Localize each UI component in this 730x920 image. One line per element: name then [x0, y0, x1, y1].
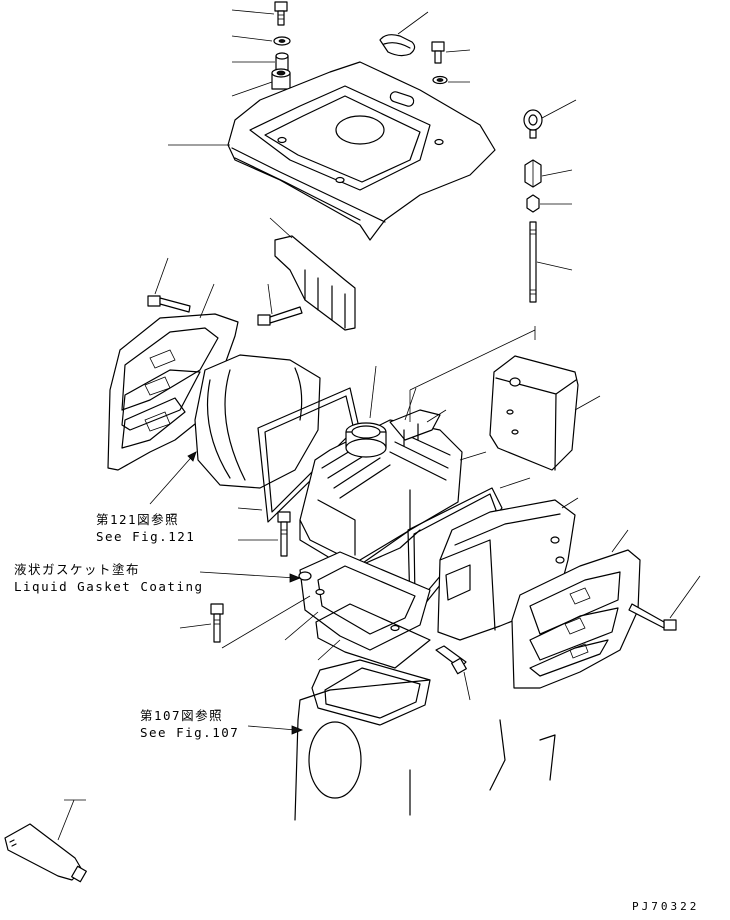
top-cover-part	[227, 61, 496, 241]
fig121-jp-label: 第121図参照	[96, 512, 179, 527]
small-bracket-part	[274, 235, 356, 331]
muffler-part	[489, 355, 579, 471]
top-collar-part	[275, 52, 289, 71]
fan-housing-part	[194, 354, 321, 489]
base-bolt-part	[210, 603, 224, 643]
lower-gasket-part	[315, 603, 431, 669]
right-bolt-lower-part	[628, 603, 677, 631]
inlet-pipe-part	[389, 409, 441, 447]
center-bolt-part	[277, 511, 291, 557]
sealant-tube-part	[4, 823, 87, 883]
gasket-en-label: Liquid Gasket Coating	[14, 579, 204, 594]
right-bolt-part	[431, 41, 445, 64]
engine-block-part	[294, 659, 556, 821]
right-washer-part	[432, 75, 448, 85]
eye-bolt-part	[523, 109, 543, 139]
base-plate-part	[298, 551, 431, 651]
left-side-cover-part	[107, 313, 239, 471]
drawing-code: PJ70322	[632, 900, 699, 913]
bracket-bolt-part	[257, 306, 303, 326]
fig107-jp-label: 第107図参照	[140, 708, 223, 723]
fig107-en-label: See Fig.107	[140, 725, 239, 740]
top-washer-part	[273, 36, 291, 46]
right-side-cover-part	[511, 549, 641, 689]
leader-lines	[57, 9, 701, 841]
nut-part	[526, 194, 540, 213]
stud-part	[529, 221, 537, 303]
hose-fitting-part	[435, 645, 467, 675]
fig121-en-label: See Fig.121	[96, 529, 195, 544]
top-bolt-part	[274, 1, 288, 26]
gasket-jp-label: 液状ガスケット塗布	[14, 562, 140, 577]
cap-plug-part	[379, 34, 416, 57]
cylinder-cap-part	[345, 422, 387, 458]
spacer-part	[524, 159, 542, 188]
left-bolt-part	[147, 295, 191, 313]
top-grommet-part	[271, 68, 291, 90]
